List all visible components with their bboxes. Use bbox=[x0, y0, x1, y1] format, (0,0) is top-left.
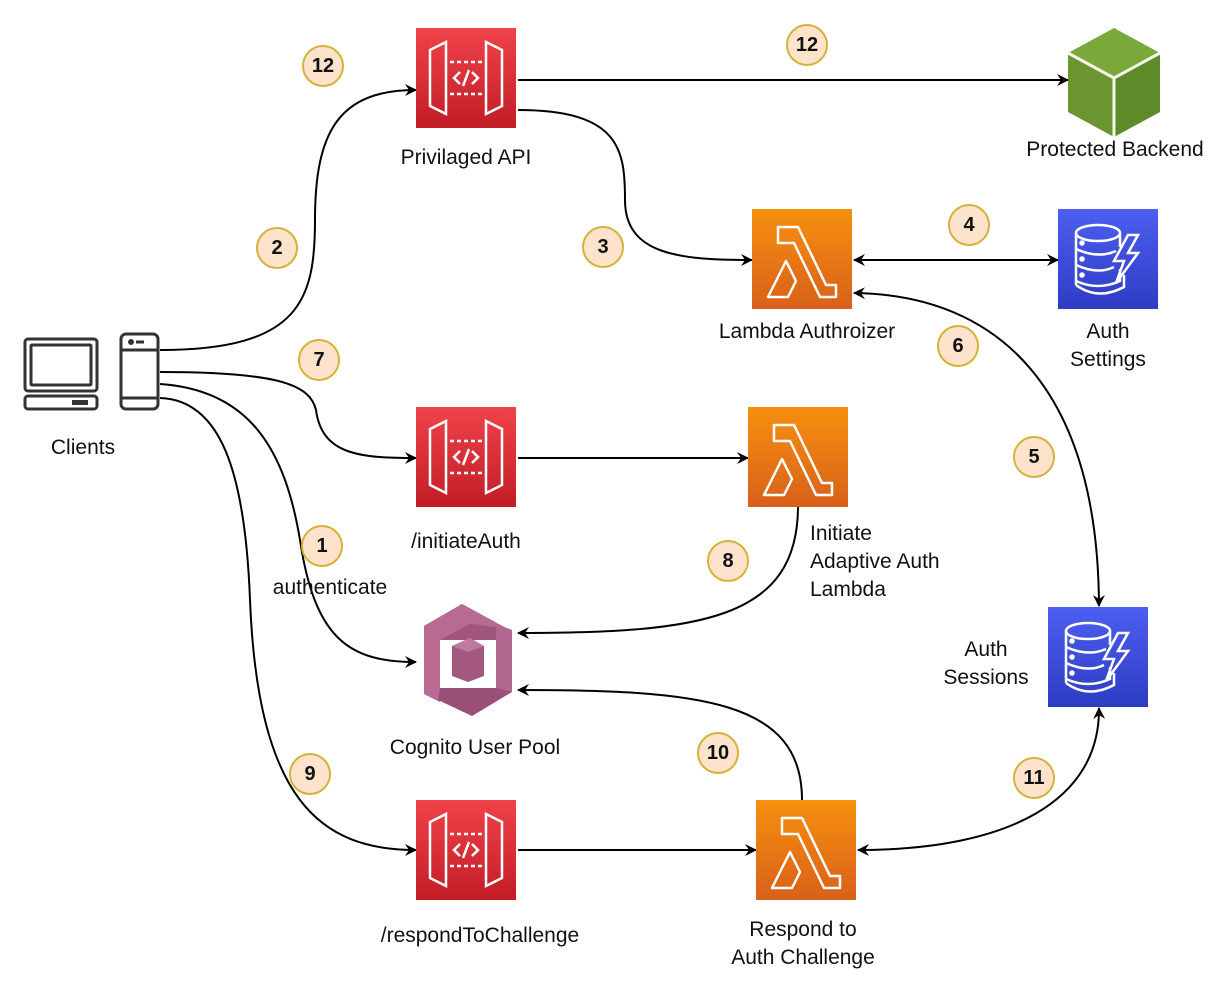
dynamodb-icon bbox=[1046, 605, 1150, 709]
edge-clients-to-privileged-api bbox=[159, 84, 417, 351]
api-gateway-icon bbox=[414, 26, 518, 130]
step-badge-10: 10 bbox=[697, 732, 739, 774]
auth-sessions-label-1: Auth bbox=[964, 638, 1008, 661]
initiate-lambda-label-1: Initiate bbox=[810, 522, 872, 545]
privileged-api-label: Privilaged API bbox=[400, 146, 532, 169]
lambda-icon bbox=[746, 405, 850, 509]
api-gateway-icon bbox=[414, 405, 518, 509]
edge-respond-lambda-to-cognito bbox=[517, 684, 803, 801]
step-badge-9: 9 bbox=[289, 753, 331, 795]
lambda-authorizer-label: Lambda Authroizer bbox=[718, 320, 896, 343]
auth-settings-label-2: Settings bbox=[1070, 348, 1146, 371]
edge-initiate-lambda-to-cognito bbox=[517, 505, 799, 639]
step-badge-3: 3 bbox=[582, 226, 624, 268]
cognito-icon bbox=[424, 604, 512, 716]
respond-lambda-label-1: Respond to bbox=[749, 918, 857, 941]
api-gateway-icon bbox=[414, 798, 518, 902]
respond-lambda-label-2: Auth Challenge bbox=[731, 946, 875, 969]
step-badge-1: 1 bbox=[301, 525, 343, 567]
desktop-icon bbox=[23, 337, 99, 411]
step-badge-12: 12 bbox=[302, 45, 344, 87]
backend-cube-icon bbox=[1067, 28, 1161, 137]
step-badge-5: 5 bbox=[1013, 436, 1055, 478]
edge-respond-lambda-auth-sessions bbox=[857, 707, 1106, 856]
mobile-phone-icon bbox=[119, 332, 160, 411]
edge-clients-to-initiate-api bbox=[159, 371, 417, 464]
protected-backend-label: Protected Backend bbox=[1026, 138, 1204, 161]
edge-api-to-authorizer bbox=[517, 109, 753, 266]
auth-sessions-label-2: Sessions bbox=[943, 666, 1029, 689]
edge-clients-to-respond-api bbox=[159, 397, 417, 856]
dynamodb-icon bbox=[1056, 207, 1160, 311]
initiate-lambda-label-2: Adaptive Auth bbox=[810, 550, 940, 573]
lambda-icon bbox=[754, 798, 858, 902]
step-badge-7: 7 bbox=[298, 339, 340, 381]
clients-label: Clients bbox=[50, 436, 116, 459]
step-badge-4: 4 bbox=[948, 204, 990, 246]
authenticate-edge-label: authenticate bbox=[272, 576, 388, 599]
step-badge-2: 2 bbox=[256, 227, 298, 269]
edge-authorizer-auth-sessions bbox=[853, 287, 1105, 607]
initiate-auth-api-label: /initiateAuth bbox=[411, 530, 521, 553]
initiate-lambda-label-3: Lambda bbox=[810, 578, 886, 601]
cognito-label: Cognito User Pool bbox=[389, 736, 561, 759]
auth-settings-label-1: Auth bbox=[1086, 320, 1130, 343]
step-badge-12: 12 bbox=[786, 24, 828, 66]
step-badge-6: 6 bbox=[937, 325, 979, 367]
step-badge-11: 11 bbox=[1013, 757, 1055, 799]
step-badge-8: 8 bbox=[707, 540, 749, 582]
lambda-icon bbox=[750, 207, 854, 311]
edge-clients-to-cognito bbox=[159, 383, 417, 668]
respond-api-label: /respondToChallenge bbox=[380, 924, 580, 947]
